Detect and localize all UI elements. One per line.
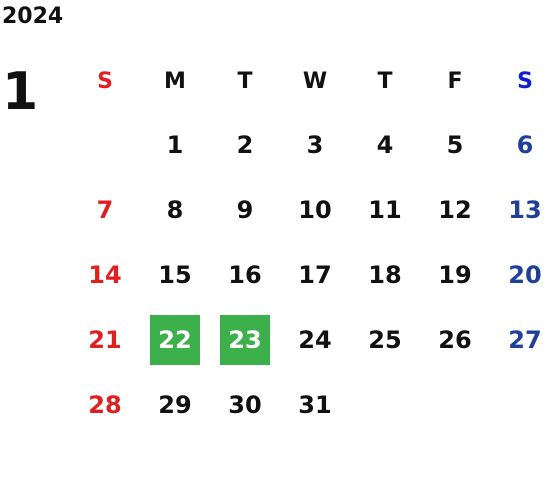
day-number: 5: [446, 130, 464, 159]
day-number: 25: [368, 325, 402, 354]
day-cell[interactable]: 6: [490, 112, 548, 177]
day-cell[interactable]: 26: [420, 307, 490, 372]
day-number: 30: [228, 390, 262, 419]
day-cell[interactable]: 7: [70, 177, 140, 242]
day-number: 13: [508, 195, 542, 224]
weekday-tuesday: T: [237, 68, 253, 94]
day-number: 19: [438, 260, 472, 289]
day-cell[interactable]: 15: [140, 242, 210, 307]
weekday-monday: M: [164, 68, 186, 94]
week-row: 14 15 16 17 18 19 20: [70, 242, 548, 307]
day-number: 11: [368, 195, 402, 224]
day-number: [80, 120, 130, 170]
day-cell[interactable]: 4: [350, 112, 420, 177]
day-number: 21: [88, 325, 122, 354]
day-cell[interactable]: 29: [140, 372, 210, 437]
day-cell[interactable]: 19: [420, 242, 490, 307]
day-cell: [350, 372, 420, 437]
day-cell-highlighted[interactable]: 22: [140, 307, 210, 372]
week-row: 1 2 3 4 5 6: [70, 112, 548, 177]
day-number: 15: [158, 260, 192, 289]
day-cell[interactable]: 21: [70, 307, 140, 372]
weekday-header-row: S M T W T F S: [70, 50, 548, 112]
day-number: 6: [516, 130, 534, 159]
week-row: 28 29 30 31: [70, 372, 548, 437]
day-number: 27: [508, 325, 542, 354]
day-cell[interactable]: 13: [490, 177, 548, 242]
month-label: 1: [2, 62, 39, 122]
day-cell-highlighted[interactable]: 23: [210, 307, 280, 372]
day-number: 14: [88, 260, 122, 289]
day-number: 17: [298, 260, 332, 289]
day-cell[interactable]: 28: [70, 372, 140, 437]
day-cell[interactable]: 17: [280, 242, 350, 307]
day-cell[interactable]: 11: [350, 177, 420, 242]
day-number: 20: [508, 260, 542, 289]
day-cell[interactable]: 12: [420, 177, 490, 242]
day-cell[interactable]: 8: [140, 177, 210, 242]
day-number: [500, 380, 548, 430]
day-number: 16: [228, 260, 262, 289]
day-cell: [70, 112, 140, 177]
day-cell[interactable]: 24: [280, 307, 350, 372]
day-number: 7: [96, 195, 114, 224]
day-number: 23: [220, 314, 270, 365]
day-number: 10: [298, 195, 332, 224]
day-number: 18: [368, 260, 402, 289]
day-number: 3: [306, 130, 324, 159]
day-cell[interactable]: 5: [420, 112, 490, 177]
day-number: [430, 380, 480, 430]
weekday-thursday: T: [377, 68, 393, 94]
day-cell[interactable]: 25: [350, 307, 420, 372]
weekday-wednesday: W: [302, 68, 328, 94]
weekday-sunday: S: [97, 68, 113, 94]
day-cell[interactable]: 14: [70, 242, 140, 307]
day-cell[interactable]: 20: [490, 242, 548, 307]
day-number: 28: [88, 390, 122, 419]
week-row: 21 22 23 24 25 26 27: [70, 307, 548, 372]
day-cell[interactable]: 16: [210, 242, 280, 307]
day-number: [360, 380, 410, 430]
day-cell[interactable]: 1: [140, 112, 210, 177]
day-number: 8: [166, 195, 184, 224]
day-cell[interactable]: 31: [280, 372, 350, 437]
weekday-friday: F: [447, 68, 463, 94]
day-cell[interactable]: 9: [210, 177, 280, 242]
day-number: 31: [298, 390, 332, 419]
calendar-grid: S M T W T F S 1 2 3 4 5 6 7 8 9 10 11 12…: [70, 50, 548, 437]
day-number: 9: [236, 195, 254, 224]
day-cell[interactable]: 3: [280, 112, 350, 177]
day-cell[interactable]: 18: [350, 242, 420, 307]
day-cell[interactable]: 27: [490, 307, 548, 372]
day-number: 29: [158, 390, 192, 419]
day-number: 2: [236, 130, 254, 159]
day-cell[interactable]: 30: [210, 372, 280, 437]
day-cell[interactable]: 10: [280, 177, 350, 242]
day-cell: [420, 372, 490, 437]
day-number: 1: [166, 130, 184, 159]
weekday-saturday: S: [517, 68, 533, 94]
day-number: 12: [438, 195, 472, 224]
day-number: 22: [150, 314, 200, 365]
day-cell[interactable]: 2: [210, 112, 280, 177]
year-label: 2024: [2, 4, 64, 29]
day-number: 26: [438, 325, 472, 354]
week-row: 7 8 9 10 11 12 13: [70, 177, 548, 242]
day-cell: [490, 372, 548, 437]
day-number: 4: [376, 130, 394, 159]
day-number: 24: [298, 325, 332, 354]
